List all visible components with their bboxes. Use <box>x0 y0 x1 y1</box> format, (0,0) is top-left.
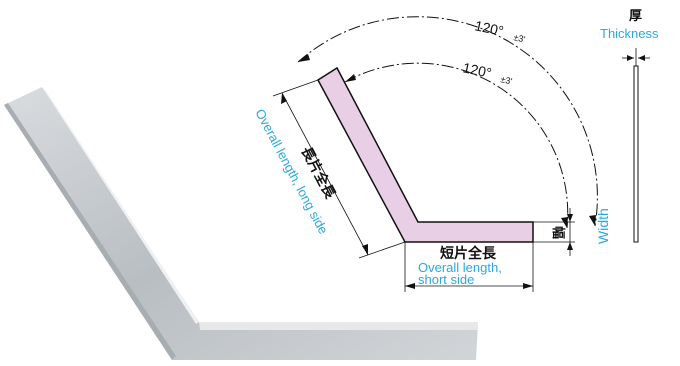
width-label-en: Width <box>595 208 611 244</box>
inner-angle-arc <box>344 62 569 229</box>
inner-arc-arrowhead-left <box>345 74 356 82</box>
thickness-side-view <box>622 48 650 243</box>
width-label-jp: 幅 <box>551 226 566 239</box>
inner-arc-arrowhead-right <box>561 217 568 228</box>
short-side-label-en-line1: Overall length, <box>418 260 502 275</box>
short-side-label-jp: 短片全長 <box>440 245 497 261</box>
outer-angle-value: 120° <box>473 17 505 39</box>
short-side-dimension <box>404 242 534 292</box>
outer-arc-arrowhead-left <box>298 54 310 62</box>
outer-angle-arc <box>297 16 598 227</box>
square-drawing <box>317 66 534 243</box>
long-side-dimension <box>272 79 406 259</box>
outer-arc-arrowhead-right <box>589 215 596 226</box>
metal-square-photo <box>4 87 478 360</box>
width-dimension <box>533 208 575 256</box>
thickness-label-en: Thickness <box>600 26 659 41</box>
short-side-label-en-line2: short side <box>418 272 474 287</box>
inner-angle-value: 120° <box>461 59 493 81</box>
outer-angle-tolerance: ±3' <box>513 32 527 44</box>
inner-angle-tolerance: ±3' <box>500 74 514 86</box>
thickness-label-jp: 厚 <box>629 8 642 23</box>
